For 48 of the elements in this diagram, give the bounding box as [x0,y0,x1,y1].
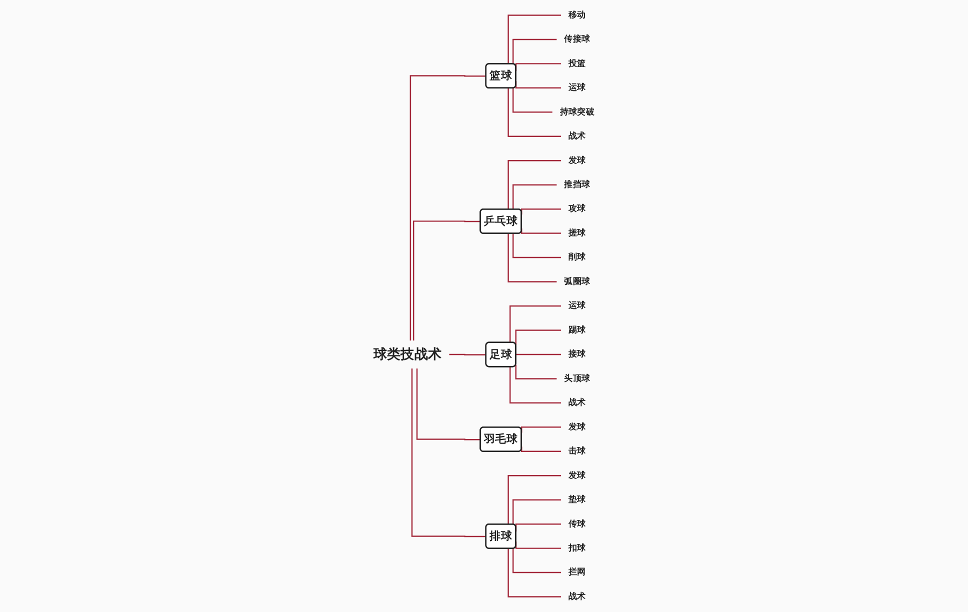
connector [515,354,562,356]
connector [512,548,562,574]
node-text: 垫球 [568,494,586,505]
connector [509,305,562,343]
node-text: 发球 [568,155,586,166]
connector [515,364,557,380]
node-text: 扣球 [568,543,586,553]
connector [416,368,481,440]
node-text: 投篮 [568,58,586,68]
connector [512,184,557,210]
connector [508,475,562,524]
node-text: 运球 [568,300,586,311]
connector [512,88,552,113]
connector [410,75,486,340]
connector [508,14,562,64]
connector [515,330,562,345]
node-text: 运球 [568,82,586,93]
node-text: 推挡球 [564,180,590,190]
node-text: 战术 [568,398,586,408]
connector [412,220,481,340]
connector [508,160,562,210]
connector [509,366,562,404]
connector [448,354,486,356]
node-text: 发球 [568,422,586,432]
connector [508,88,562,137]
node-text: 球类技战术 [373,346,442,362]
connector [512,234,562,258]
node-text: 拦网 [568,567,586,578]
connector [411,368,486,538]
node-text: 战术 [568,591,586,602]
connector [512,499,562,524]
node-text: 持球突破 [560,106,595,117]
node-text: 头顶球 [564,373,590,384]
connector [508,548,562,598]
node-text: 击球 [568,446,586,456]
node-text: 攻球 [568,204,586,214]
node-text: 弧圈球 [564,276,590,286]
node-text: 接球 [568,349,586,360]
node-text: 战术 [568,131,586,142]
connector [508,234,557,282]
node-text: 搓球 [568,228,586,238]
node-text: 移动 [568,10,586,20]
node-text: 传球 [568,518,586,529]
node-text: 传接球 [564,34,590,44]
node-text: 削球 [568,252,586,262]
node-text: 发球 [568,470,586,480]
node-text: 踢球 [568,324,586,335]
connector [512,38,557,64]
